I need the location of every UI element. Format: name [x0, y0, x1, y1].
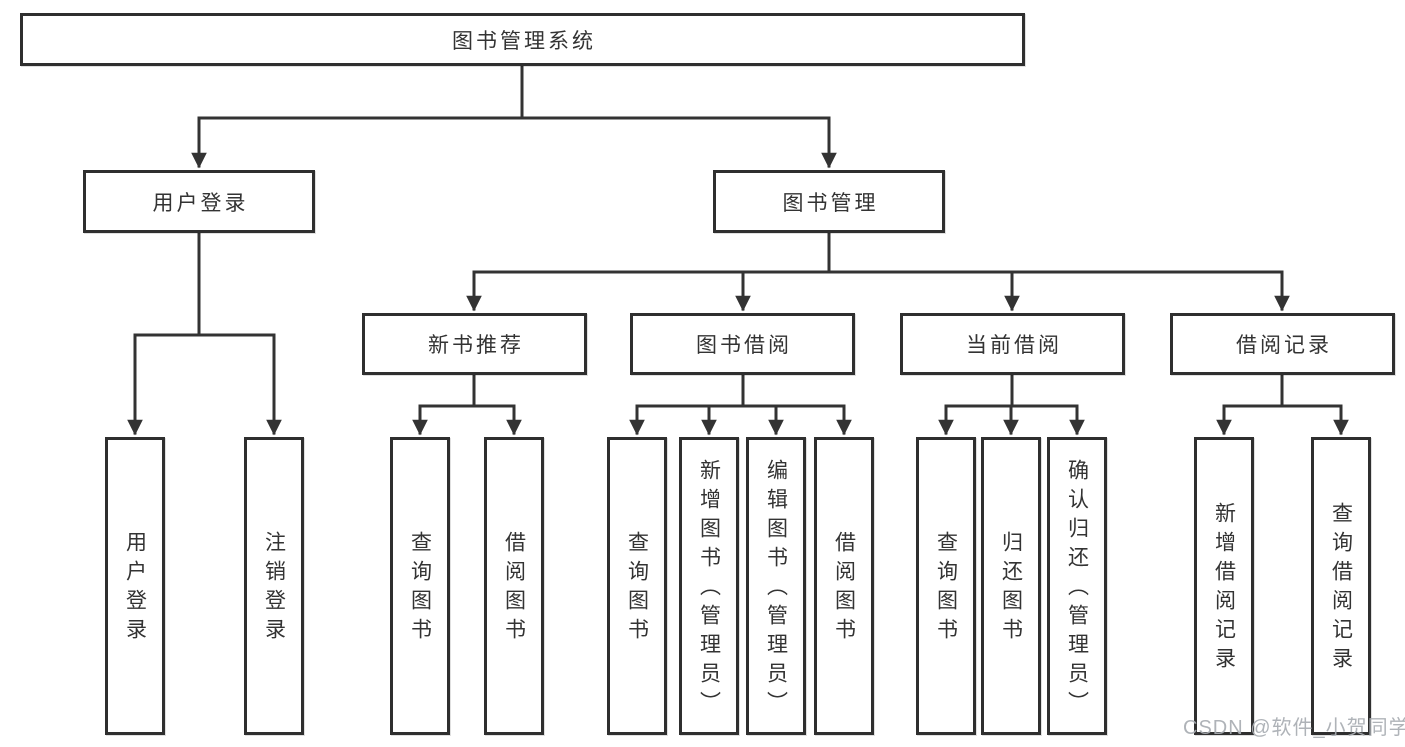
- leaf-borrow-book-newbooks: 借阅图书: [484, 437, 544, 735]
- node-new-books: 新书推荐: [362, 313, 587, 375]
- leaf-borrow-book-borrow: 借阅图书: [814, 437, 874, 735]
- leaf-edit-book-admin: 编辑图书（管理员）: [746, 437, 806, 735]
- leaf-query-borrow-record: 查询借阅记录: [1311, 437, 1371, 735]
- node-book-borrow: 图书借阅: [630, 313, 855, 375]
- node-user-login: 用户登录: [83, 170, 315, 233]
- node-root-system: 图书管理系统: [20, 13, 1025, 66]
- node-current-borrow: 当前借阅: [900, 313, 1125, 375]
- node-book-mgmt: 图书管理: [713, 170, 945, 233]
- watermark-text: CSDN @软件_小贺同学: [1183, 717, 1405, 739]
- leaf-user-login: 用户登录: [105, 437, 165, 735]
- node-borrow-records: 借阅记录: [1170, 313, 1395, 375]
- leaf-query-book-current: 查询图书: [916, 437, 976, 735]
- leaf-add-borrow-record: 新增借阅记录: [1194, 437, 1254, 735]
- leaf-confirm-return-admin: 确认归还（管理员）: [1047, 437, 1107, 735]
- leaf-return-book: 归还图书: [981, 437, 1041, 735]
- leaf-add-book-admin: 新增图书（管理员）: [679, 437, 739, 735]
- leaf-query-book-borrow: 查询图书: [607, 437, 667, 735]
- leaf-logout: 注销登录: [244, 437, 304, 735]
- leaf-query-book-newbooks: 查询图书: [390, 437, 450, 735]
